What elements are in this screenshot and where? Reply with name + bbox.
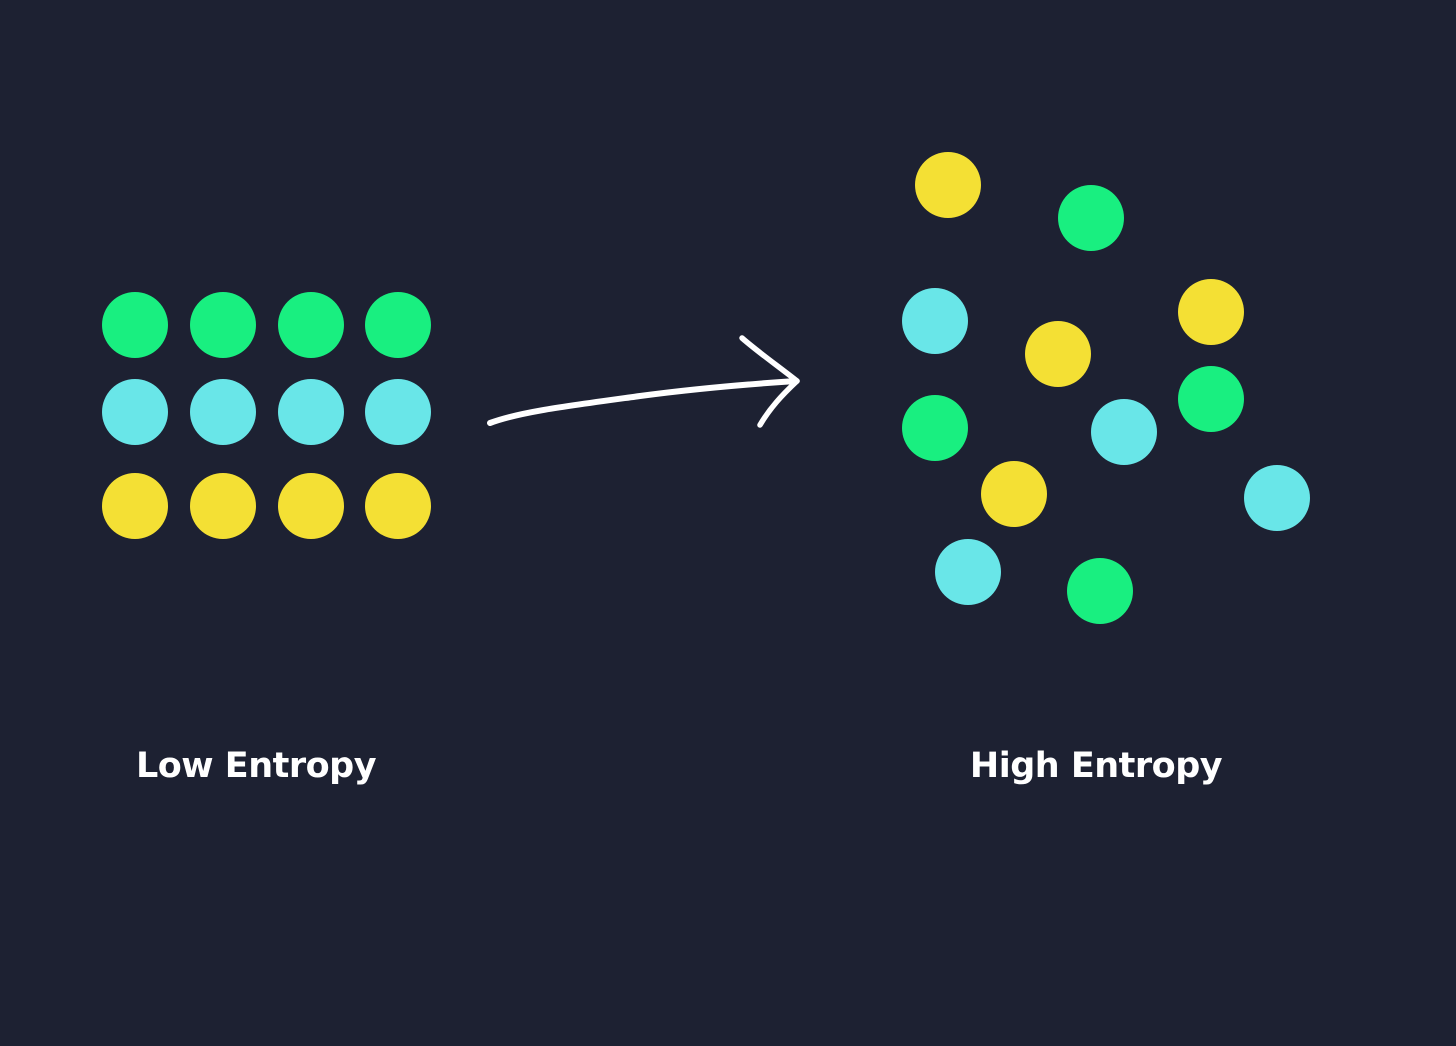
high-entropy-label: High Entropy bbox=[969, 746, 1223, 786]
cyan-dot bbox=[1091, 399, 1157, 465]
green-dot bbox=[1067, 558, 1133, 624]
yellow-dot bbox=[1178, 279, 1244, 345]
cyan-dot bbox=[902, 288, 968, 354]
arrow-head-lower bbox=[757, 378, 800, 428]
green-dot bbox=[1178, 366, 1244, 432]
yellow-dot bbox=[190, 473, 256, 539]
green-dot bbox=[902, 395, 968, 461]
arrow-shaft bbox=[487, 378, 799, 426]
yellow-dot bbox=[981, 461, 1047, 527]
cyan-dot bbox=[190, 379, 256, 445]
green-dot bbox=[1058, 185, 1124, 251]
cyan-dot bbox=[278, 379, 344, 445]
green-dot bbox=[365, 292, 431, 358]
cyan-dot bbox=[935, 539, 1001, 605]
cyan-dot bbox=[365, 379, 431, 445]
green-dot bbox=[102, 292, 168, 358]
yellow-dot bbox=[278, 473, 344, 539]
green-dot bbox=[190, 292, 256, 358]
low-entropy-group bbox=[102, 292, 431, 539]
yellow-dot bbox=[365, 473, 431, 539]
cyan-dot bbox=[1244, 465, 1310, 531]
yellow-dot bbox=[102, 473, 168, 539]
green-dot bbox=[278, 292, 344, 358]
high-entropy-group bbox=[902, 152, 1310, 624]
arrow-head-upper bbox=[739, 335, 800, 384]
low-entropy-label: Low Entropy bbox=[135, 746, 377, 786]
cyan-dot bbox=[102, 379, 168, 445]
yellow-dot bbox=[915, 152, 981, 218]
yellow-dot bbox=[1025, 321, 1091, 387]
transition-arrow bbox=[487, 335, 800, 428]
